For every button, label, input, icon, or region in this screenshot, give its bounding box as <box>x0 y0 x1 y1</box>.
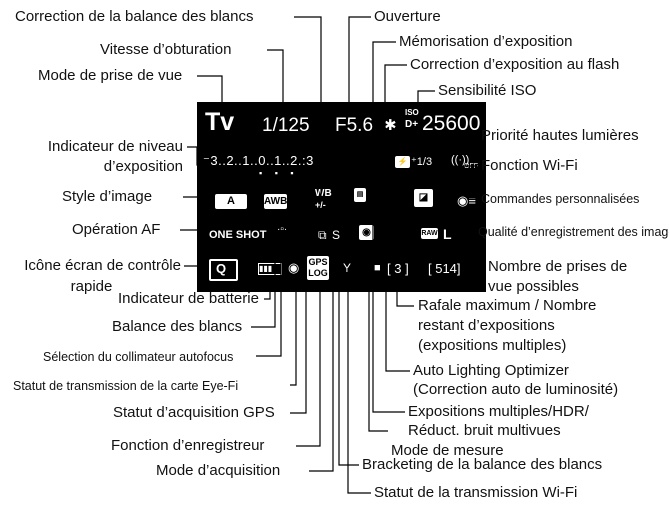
label-wb-bracketing: Bracketing de la balance des blancs <box>362 456 603 473</box>
picture-style-value: A <box>227 195 235 207</box>
alo-icon: ◪ <box>414 189 433 207</box>
raw-icon: RAW <box>421 228 438 239</box>
drive-mode-icon: ⧉ <box>318 228 327 242</box>
wb-shift-bottom: +/- <box>315 200 326 210</box>
label-shots-possible-2: vue possibles <box>488 278 579 295</box>
exposure-scale: ⁻3..2..1..0..1..2.:3 <box>203 153 314 168</box>
label-metering: Mode de mesure <box>391 442 504 459</box>
logger-label: LOG <box>308 268 328 278</box>
label-max-burst-3: (expositions multiples) <box>418 337 567 354</box>
label-af-point-selection: Sélection du collimateur autofocus <box>43 350 234 364</box>
wifi-transmission-icon: Y <box>343 261 352 275</box>
label-flash-comp: Correction d’exposition au flash <box>410 56 620 73</box>
label-multi-exposure-1: Expositions multiples/HDR/ <box>408 403 589 420</box>
exposure-scale-marks: ▪ ▪ ▪ <box>259 168 299 178</box>
quick-control-icon[interactable] <box>209 259 238 281</box>
label-wb-correction: Correction de la balance des blancs <box>15 8 254 25</box>
label-alo-2: (Correction auto de luminosité) <box>413 381 619 398</box>
shutter-speed-value: 1/125 <box>262 115 310 136</box>
label-battery: Indicateur de batterie <box>118 290 259 307</box>
flash-comp-icon: ⚡ <box>395 156 410 168</box>
label-custom-controls: Commandes personnalisées <box>481 192 640 206</box>
flash-comp-value: ⁺1/3 <box>411 156 433 168</box>
label-quick-control-2: rapide <box>70 278 113 295</box>
label-logger: Fonction d’enregistreur <box>111 437 265 454</box>
iso-value: 25600 <box>422 112 481 135</box>
label-gps: Statut d’acquisition GPS <box>113 404 275 421</box>
label-exposure-level-1: Indicateur de niveau <box>47 138 183 155</box>
highlight-priority-icon: D+ <box>405 119 419 130</box>
shooting-mode-value: Tv <box>205 108 235 136</box>
max-burst-value: [ 3 ] <box>387 261 409 276</box>
label-quick-control-1: Icône écran de contrôle <box>24 257 181 274</box>
label-multi-exposure-2: Réduct. bruit multivues <box>408 422 561 439</box>
ae-lock-icon: ✱ <box>384 117 397 134</box>
label-drive: Mode d’acquisition <box>156 462 281 479</box>
wb-shift-top: WB <box>315 188 332 199</box>
iso-tag-top: ISO <box>405 108 419 117</box>
label-alo-1: Auto Lighting Optimizer <box>413 362 569 379</box>
camera-screen: Tv 1/125 F5.6 ✱ ISO D+ 25600 ⁻3..2..1..0… <box>197 102 486 292</box>
card-icon: ■ <box>374 262 381 274</box>
label-max-burst-1: Rafale maximum / Nombre <box>418 297 597 314</box>
label-af-operation: Opération AF <box>72 221 161 238</box>
wifi-icon: ((·)) <box>451 154 470 166</box>
picture-style-icon: A <box>215 194 247 209</box>
label-eyefi: Statut de transmission de la carte Eye-F… <box>13 379 239 393</box>
custom-controls-icon: ◉≡ <box>457 193 476 208</box>
quick-control-label: Q <box>216 261 227 276</box>
label-max-burst-2: restant d’expositions <box>418 317 555 334</box>
shots-remaining-value: [ 514] <box>428 261 461 276</box>
awb-icon: AWB <box>264 194 288 209</box>
metering-icon: ◉ <box>359 225 374 240</box>
gps-icon: GPS LOG <box>307 256 329 280</box>
label-ae-lock: Mémorisation d’exposition <box>399 33 573 50</box>
wb-bracketing-value: S <box>332 228 341 242</box>
label-picture-style: Style d’image <box>62 188 153 205</box>
label-aperture: Ouverture <box>374 8 441 25</box>
label-wifi-transmission: Statut de la transmission Wi-Fi <box>374 484 578 501</box>
quality-icon: L <box>443 226 452 242</box>
af-mode-value: ONE SHOT <box>209 229 267 241</box>
af-point-icon: ·▫· <box>277 224 288 235</box>
label-white-balance: Balance des blancs <box>112 318 243 335</box>
aperture-value: F5.6 <box>335 115 374 136</box>
label-exposure-level-2: d’exposition <box>103 158 183 175</box>
label-shots-possible-1: Nombre de prises de <box>488 258 628 275</box>
label-image-quality: Qualité d’enregistrement des images <box>478 225 669 239</box>
gps-label: GPS <box>308 257 328 267</box>
label-wifi-function: Fonction Wi-Fi <box>481 157 578 174</box>
label-iso: Sensibilité ISO <box>438 82 537 99</box>
label-highlight-priority: Priorité hautes lumières <box>481 127 639 144</box>
eyefi-icon: ◉ <box>288 260 300 275</box>
label-shooting-mode: Mode de prise de vue <box>38 67 183 84</box>
label-shutter-speed: Vitesse d’obturation <box>100 41 232 58</box>
multi-exposure-icon: ▤ <box>354 188 366 202</box>
